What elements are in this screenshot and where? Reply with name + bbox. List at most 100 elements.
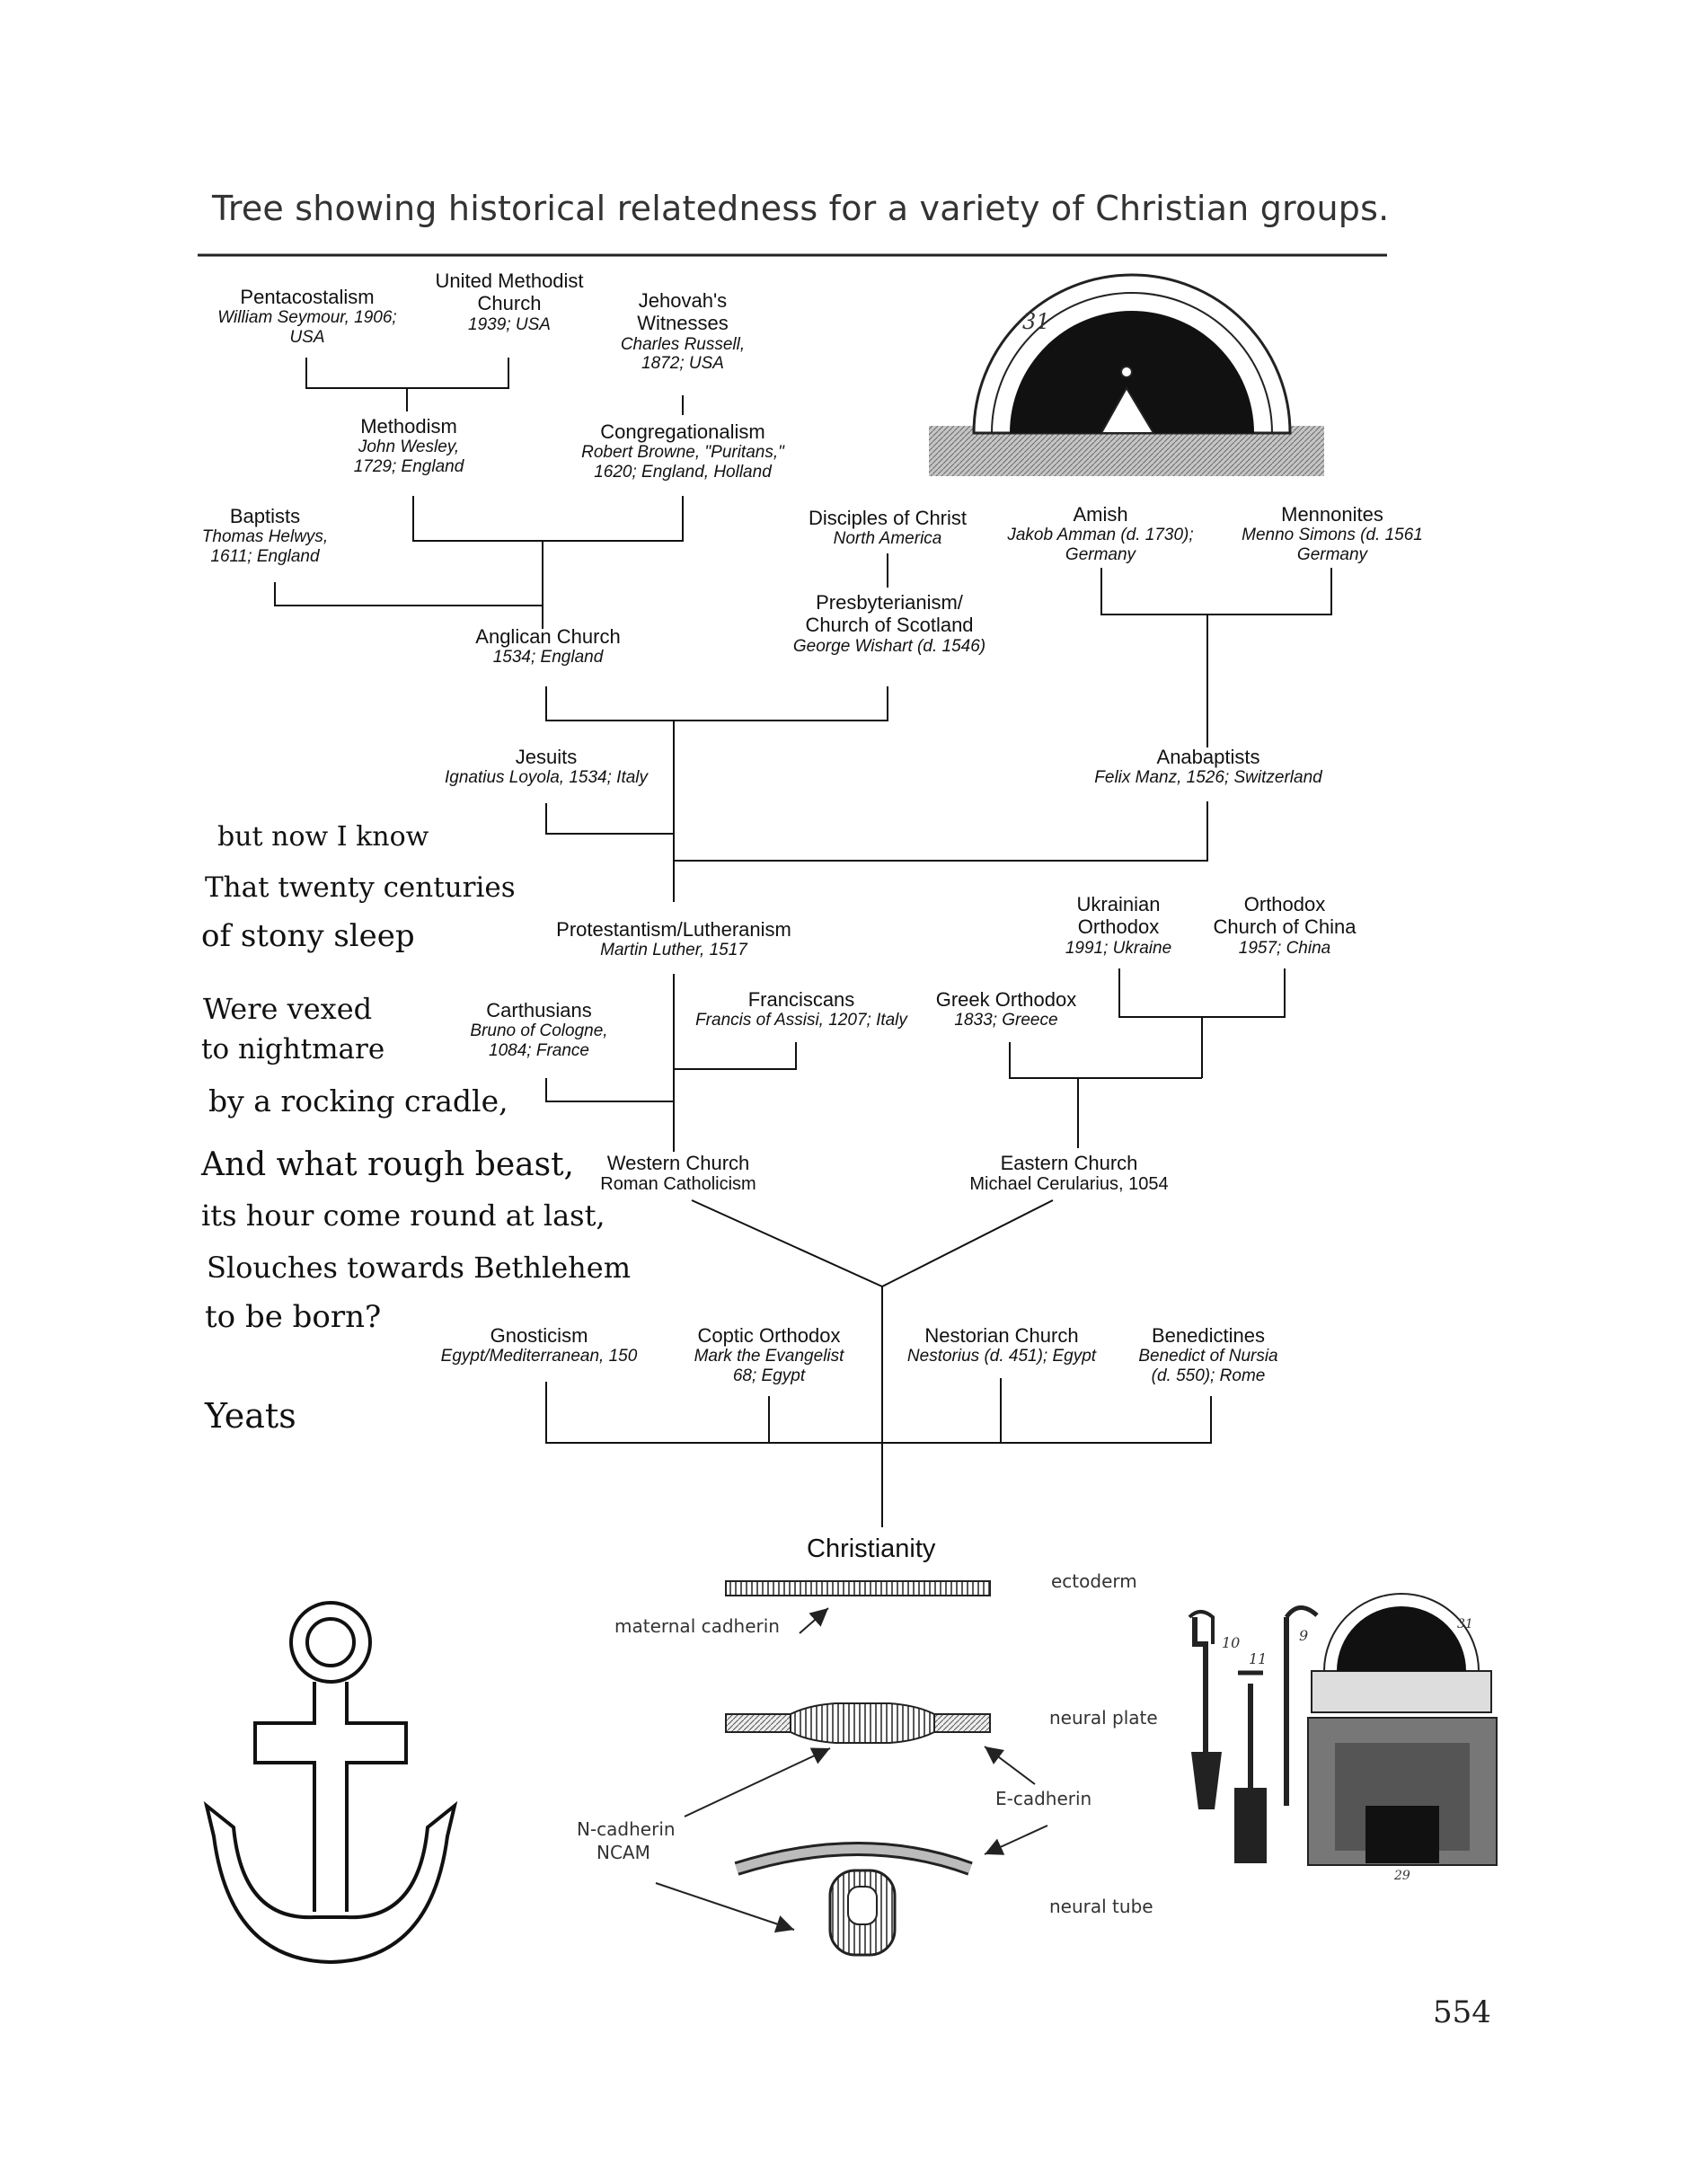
node-name: Baptists — [229, 505, 301, 527]
node-sub: 68; Egypt — [732, 1366, 806, 1386]
node-gnosticism: Gnosticism Egypt/Mediterranean, 150 — [422, 1324, 656, 1366]
node-sub: 1872; USA — [641, 354, 724, 374]
base-number: 29 — [1393, 1869, 1410, 1883]
node-coptic-orthodox: Coptic Orthodox Mark the Evangelist 68; … — [670, 1324, 868, 1386]
poem-line: to be born? — [205, 1299, 382, 1335]
anchor-icon — [203, 1601, 458, 1965]
poem-line: by a rocking cradle, — [208, 1083, 508, 1119]
node-baptists: Baptists Thomas Helwys, 1611; England — [189, 505, 341, 567]
poem-line: to nightmare — [201, 1033, 385, 1065]
hook-number: 9 — [1299, 1627, 1308, 1644]
node-name: Orthodox — [1077, 915, 1160, 939]
label-n-cadherin: N-cadherin — [577, 1818, 676, 1840]
furnace-sketch-top: 31 — [929, 273, 1324, 476]
node-sub: (d. 550); Rome — [1151, 1366, 1266, 1386]
node-sub: John Wesley, — [358, 438, 460, 457]
node-sub: Charles Russell, — [620, 334, 746, 354]
node-name: Witnesses — [637, 312, 729, 335]
node-sub: 1729; England — [353, 457, 464, 477]
node-jehovahs-witnesses: Jehovah's Witnesses Charles Russell, 187… — [593, 289, 773, 374]
node-sub: Menno Simons (d. 1561 — [1242, 526, 1423, 545]
poem-line: And what rough beast, — [201, 1146, 574, 1183]
node-sub: USA — [289, 328, 325, 348]
node-sub: Thomas Helwys, — [201, 527, 329, 547]
page-title: Tree showing historical relatedness for … — [212, 189, 1390, 228]
node-name: Nestorian Church — [924, 1324, 1079, 1347]
node-franciscans: Franciscans Francis of Assisi, 1207; Ita… — [676, 988, 927, 1030]
furnace-number-top: 31 — [1022, 309, 1050, 334]
node-sub: Jakob Amman (d. 1730); — [1007, 526, 1194, 545]
node-sub: 1957; China — [1238, 938, 1331, 958]
tools-sketch: 10 11 9 31 29 — [1188, 1593, 1498, 1883]
node-name: Benedictines — [1152, 1324, 1265, 1347]
node-carthusians: Carthusians Bruno of Cologne, 1084; Fran… — [449, 999, 629, 1061]
node-sub: Felix Manz, 1526; Switzerland — [1094, 768, 1322, 788]
node-name: Protestantism/Lutheranism — [556, 918, 791, 941]
node-name: Ukrainian — [1076, 893, 1161, 915]
label-maternal-cadherin: maternal cadherin — [614, 1615, 780, 1637]
node-sub: Benedict of Nursia — [1138, 1347, 1278, 1366]
node-methodism: Methodism John Wesley, 1729; England — [323, 415, 494, 477]
node-sub: Francis of Assisi, 1207; Italy — [695, 1011, 907, 1030]
node-name: Anabaptists — [1156, 746, 1260, 768]
node-sub: 1534; England — [492, 648, 604, 668]
node-name: Jehovah's — [638, 289, 728, 312]
node-sub: 1611; England — [210, 547, 320, 567]
node-name: Franciscans — [747, 988, 855, 1011]
node-name: Western Church — [606, 1152, 750, 1174]
cadherin-diagram — [655, 1580, 1048, 1957]
node-sub: Roman Catholicism — [600, 1174, 756, 1195]
node-sub: William Seymour, 1906; — [217, 308, 397, 328]
node-jesuits: Jesuits Ignatius Loyola, 1534; Italy — [422, 746, 670, 788]
label-neural-tube: neural tube — [1049, 1896, 1153, 1917]
node-sub: 1833; Greece — [954, 1011, 1058, 1030]
node-sub: Bruno of Cologne, — [470, 1021, 608, 1041]
spade-number: 11 — [1249, 1650, 1267, 1667]
label-neural-plate: neural plate — [1049, 1707, 1158, 1729]
node-sub: Germany — [1296, 545, 1368, 565]
node-name: Amish — [1073, 503, 1128, 526]
node-name: Mennonites — [1281, 503, 1383, 526]
node-sub: Robert Browne, "Puritans," — [581, 443, 784, 463]
poem-author: Yeats — [205, 1396, 296, 1436]
node-name: Gnosticism — [490, 1324, 588, 1347]
node-pentacostalism: Pentacostalism William Seymour, 1906; US… — [199, 286, 415, 348]
page-number: 554 — [1433, 1994, 1491, 2030]
poem-line: Were vexed — [203, 992, 373, 1026]
node-anglican-church: Anglican Church 1534; England — [449, 625, 647, 668]
node-sub: Mark the Evangelist — [694, 1347, 844, 1366]
node-presbyterianism: Presbyterianism/ Church of Scotland Geor… — [773, 591, 1006, 656]
node-ukrainian-orthodox: Ukrainian Orthodox 1991; Ukraine — [1042, 893, 1195, 958]
poem-line: of stony sleep — [201, 918, 415, 954]
node-sub: 1620; England, Holland — [594, 463, 772, 482]
node-sub: Germany — [1065, 545, 1136, 565]
furnace-number-side: 31 — [1457, 1617, 1473, 1631]
node-name: Eastern Church — [1000, 1152, 1138, 1174]
node-sub: George Wishart (d. 1546) — [792, 636, 986, 656]
node-sub: Ignatius Loyola, 1534; Italy — [444, 768, 649, 788]
node-christianity: Christianity — [807, 1534, 936, 1563]
node-benedictines: Benedictines Benedict of Nursia (d. 550)… — [1114, 1324, 1303, 1386]
node-congregationalism: Congregationalism Robert Browne, "Purita… — [557, 420, 809, 482]
node-name: Jesuits — [515, 746, 578, 768]
node-western-church: Western Church Roman Catholicism — [584, 1152, 773, 1195]
node-name: Pentacostalism — [240, 286, 375, 308]
node-name: Church — [477, 292, 542, 315]
node-sub: Egypt/Mediterranean, 150 — [440, 1347, 638, 1366]
node-united-methodist: United Methodist Church 1939; USA — [415, 270, 604, 334]
poem-line: its hour come round at last, — [201, 1198, 605, 1233]
label-ectoderm: ectoderm — [1051, 1570, 1137, 1592]
node-sub: North America — [833, 529, 942, 549]
node-orthodox-china: Orthodox Church of China 1957; China — [1195, 893, 1374, 958]
node-eastern-church: Eastern Church Michael Cerularius, 1054 — [952, 1152, 1186, 1195]
node-protestantism: Protestantism/Lutheranism Martin Luther,… — [539, 918, 809, 960]
node-nestorian-church: Nestorian Church Nestorius (d. 451); Egy… — [889, 1324, 1114, 1366]
node-name: Greek Orthodox — [935, 988, 1077, 1011]
node-sub: Martin Luther, 1517 — [600, 941, 747, 960]
node-name: Anglican Church — [475, 625, 621, 648]
node-name: Presbyterianism/ — [816, 591, 963, 614]
node-name: Orthodox — [1243, 893, 1326, 915]
node-disciples-of-christ: Disciples of Christ North America — [782, 507, 994, 549]
